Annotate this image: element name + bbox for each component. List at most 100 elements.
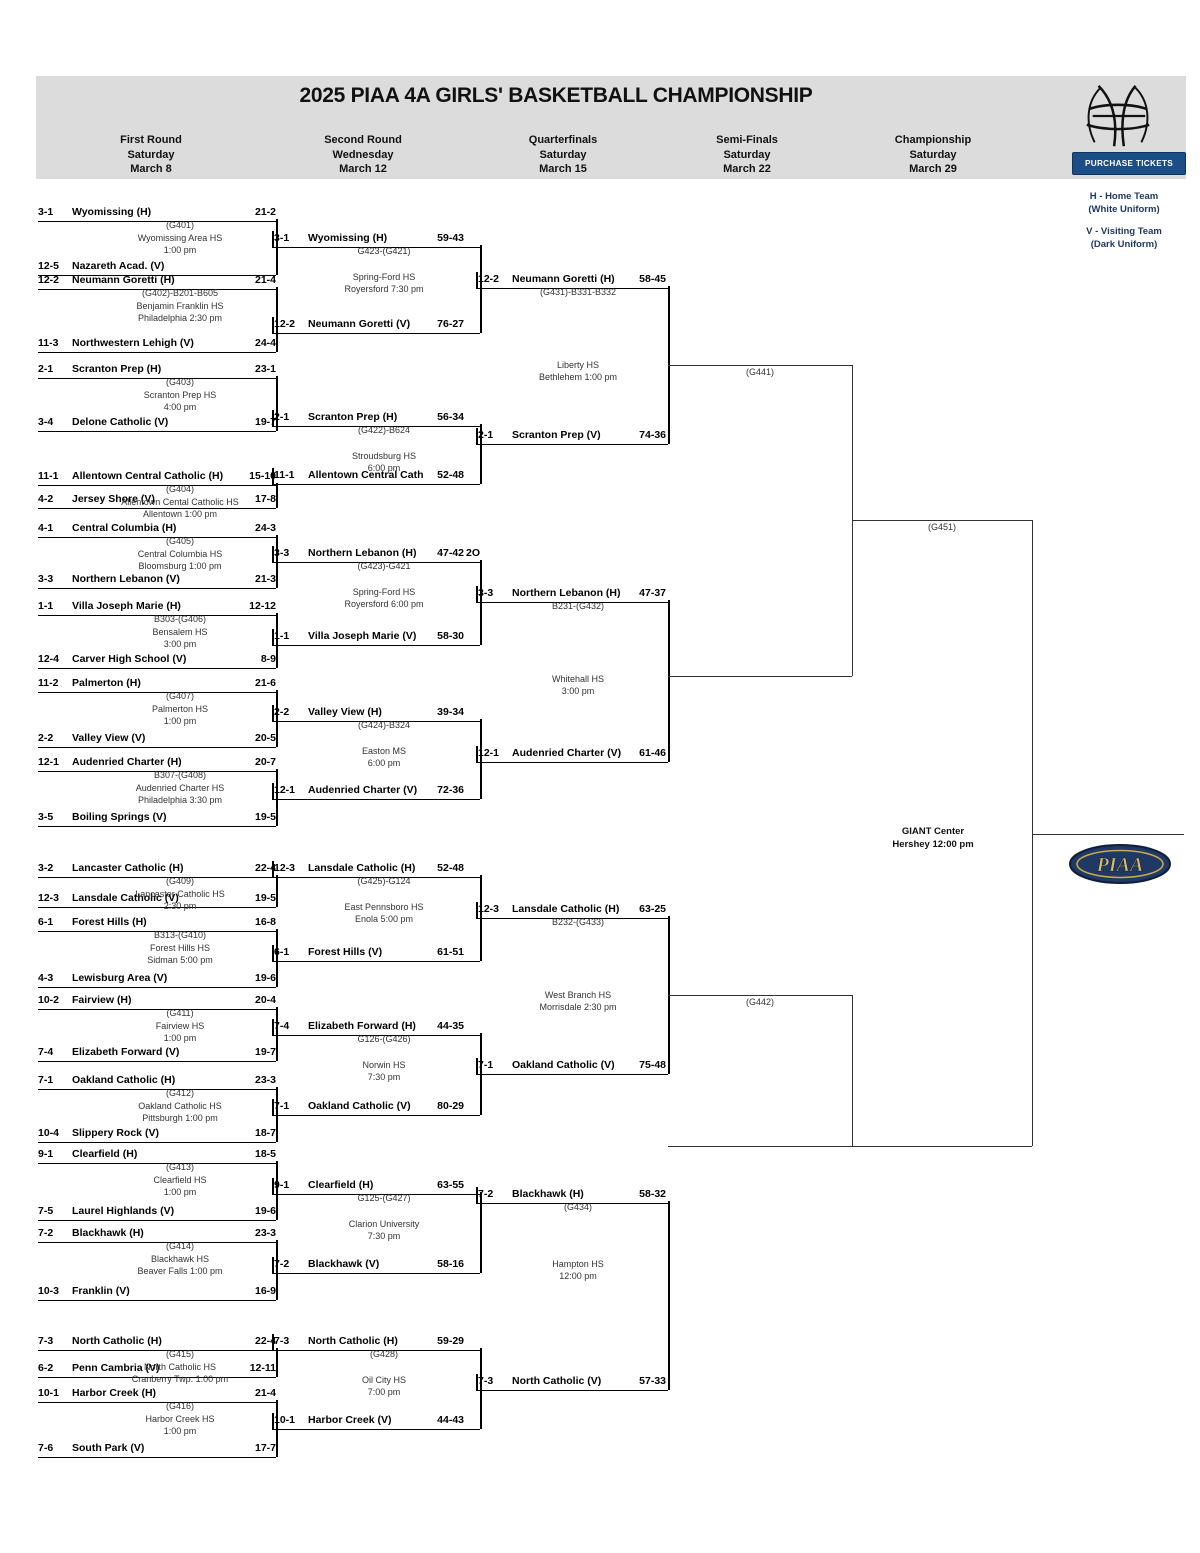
- slot-record: 15-10: [249, 470, 276, 482]
- game-time: Cranberry Twp. 1:00 pm: [131, 1374, 229, 1384]
- slot-team: Central Columbia (H): [72, 522, 177, 534]
- game-venue: Spring-Ford HS: [352, 586, 416, 597]
- slot-team: Clearfield (H): [72, 1148, 138, 1160]
- bracket-connector: [276, 1240, 278, 1300]
- game-code: (G414): [165, 1241, 194, 1251]
- championship-bottom-line: [852, 1146, 1032, 1148]
- game-code: (G412): [165, 1088, 194, 1098]
- bracket-tick: [272, 861, 274, 878]
- game-venue: Wyomissing Area HS: [137, 232, 223, 243]
- bracket-connector: [276, 287, 278, 352]
- slot-seed: 7-1: [38, 1074, 54, 1086]
- slot-team: Neumann Goretti (H): [512, 273, 615, 285]
- slot-team: Northern Lebanon (V): [72, 573, 180, 585]
- slot-seed: 4-3: [38, 972, 54, 984]
- slot-record: 18-5: [254, 1148, 276, 1160]
- slot-team: Valley View (H): [308, 706, 382, 718]
- game-code: (G407): [165, 691, 194, 701]
- slot-record: 19-5: [254, 892, 276, 904]
- bracket-slot: 4-3 Lewisburg Area (V) 19-6: [38, 971, 276, 988]
- slot-score: 80-29: [437, 1100, 464, 1112]
- round-day: Saturday: [909, 148, 957, 161]
- bracket-tick: [272, 783, 274, 800]
- purchase-tickets-button[interactable]: PURCHASE TICKETS: [1072, 152, 1186, 175]
- game-time: Bethlehem 1:00 pm: [538, 372, 618, 382]
- slot-team: Carver High School (V): [72, 653, 187, 665]
- slot-record: 21-4: [254, 1387, 276, 1399]
- slot-team: Audenried Charter (V): [512, 747, 622, 759]
- slot-record: 20-7: [254, 756, 276, 768]
- slot-seed: 10-3: [38, 1285, 60, 1297]
- slot-record: 19-6: [254, 972, 276, 984]
- piaa-logo: PIAA: [1069, 844, 1171, 884]
- slot-record: 21-3: [254, 573, 276, 585]
- slot-seed: 3-1: [38, 206, 54, 218]
- slot-seed: 3-1: [274, 232, 290, 244]
- game-time: 7:30 pm: [367, 1072, 401, 1082]
- game-spacer: [298, 732, 470, 745]
- slot-score: 59-43: [437, 232, 464, 244]
- slot-team: Blackhawk (H): [512, 1188, 584, 1200]
- bracket-connector: [276, 483, 278, 508]
- round-header-first: First Round Saturday March 8: [86, 133, 216, 177]
- slot-seed: 7-2: [38, 1227, 54, 1239]
- bracket-connector: [276, 1348, 278, 1377]
- game-code: (G405): [165, 536, 194, 546]
- slot-team: Lewisburg Area (V): [72, 972, 168, 984]
- slot-record: 20-5: [254, 732, 276, 744]
- slot-seed: 3-5: [38, 811, 54, 823]
- slot-team: South Park (V): [72, 1442, 145, 1454]
- game-code: B232-(G433): [551, 917, 605, 927]
- slot-score: 63-55: [437, 1179, 464, 1191]
- round-day: Saturday: [127, 148, 175, 161]
- slot-seed: 7-5: [38, 1205, 54, 1217]
- slot-record: 24-3: [254, 522, 276, 534]
- game-code: (G416): [165, 1401, 194, 1411]
- game-code: (G413): [165, 1162, 194, 1172]
- round-date: March 22: [723, 163, 771, 175]
- slot-team: Neumann Goretti (H): [72, 274, 175, 286]
- legend-home-line2: (White Uniform): [1088, 204, 1160, 215]
- slot-record: 16-8: [254, 916, 276, 928]
- game-venue: Allentown Cental Catholic HS: [121, 496, 239, 507]
- round-date: March 29: [909, 163, 957, 175]
- bracket-tick: [476, 586, 478, 603]
- slot-seed: 10-1: [38, 1387, 60, 1399]
- championship-top-line: [852, 520, 1032, 522]
- bracket-connector: [276, 690, 278, 747]
- game-code: (G411): [166, 1008, 194, 1018]
- slot-team: North Catholic (V): [512, 1375, 602, 1387]
- bracket-connector: [276, 929, 278, 987]
- slot-team: Wyomissing (H): [308, 232, 388, 244]
- game-venue: West Branch HS: [544, 989, 612, 1000]
- slot-team: Clearfield (H): [308, 1179, 374, 1191]
- game-time: Philadelphia 2:30 pm: [137, 313, 223, 323]
- bracket-slot: 3-1 Wyomissing (H) 59-43: [274, 231, 480, 248]
- slot-team: Harbor Creek (H): [72, 1387, 157, 1399]
- slot-team: Penn Cambria (V): [72, 1362, 160, 1374]
- slot-score: 74-36: [639, 429, 666, 441]
- slot-record: 17-7: [254, 1442, 276, 1454]
- slot-seed: 11-1: [38, 470, 59, 482]
- slot-seed: 6-2: [38, 1362, 54, 1374]
- slot-team: Forest Hills (V): [308, 946, 383, 958]
- slot-seed: 2-1: [38, 363, 54, 375]
- game-time: 3:00 pm: [163, 639, 197, 649]
- slot-seed: 2-2: [38, 732, 54, 744]
- game-venue: North Catholic HS: [143, 1361, 217, 1372]
